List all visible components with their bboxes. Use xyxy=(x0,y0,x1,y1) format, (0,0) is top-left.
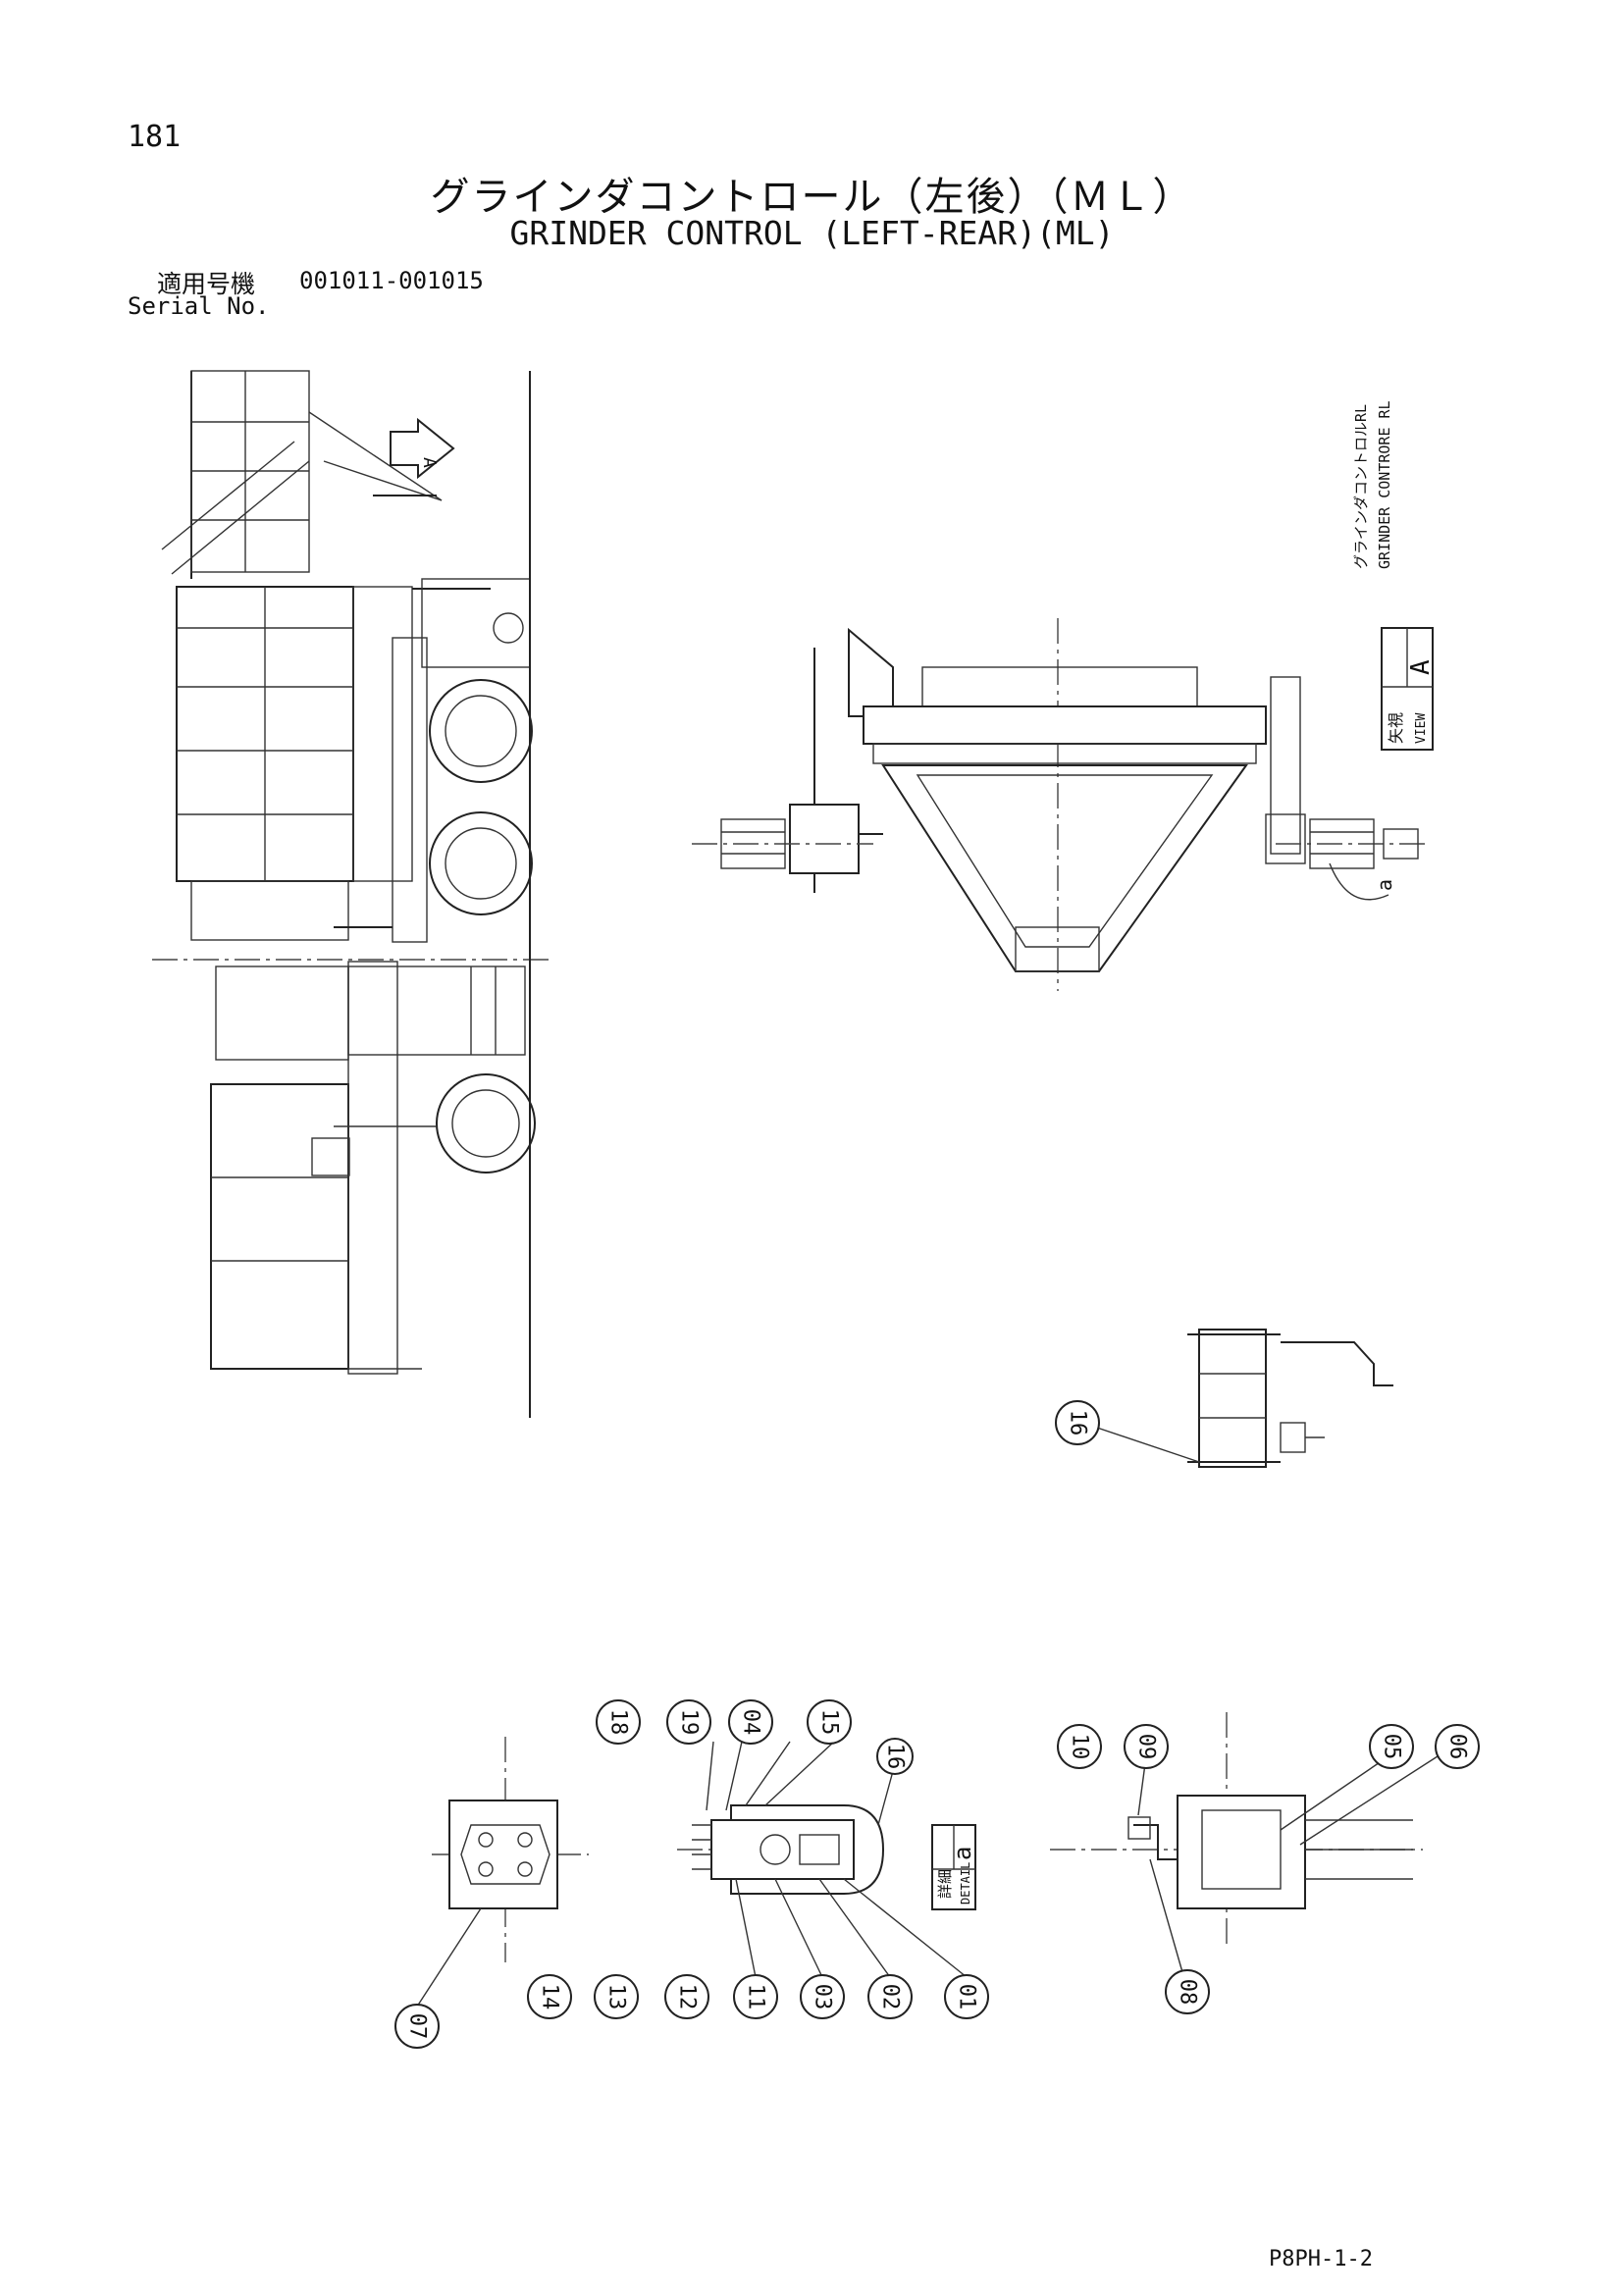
svg-text:14: 14 xyxy=(538,1984,562,2010)
view-a-label: 矢視 VIEW A xyxy=(1381,627,1436,751)
callout-13: 13 xyxy=(594,1974,639,2019)
callout-19: 19 xyxy=(666,1699,711,1745)
detail-a-assembly: 詳細 DETAIL a xyxy=(677,1741,976,1978)
page-title-jp: グラインダコントロール（左後）（ＭＬ） xyxy=(430,175,1194,220)
svg-text:16: 16 xyxy=(1066,1410,1090,1436)
view-letter: A xyxy=(1406,659,1436,675)
callout-08: 08 xyxy=(1165,1969,1210,2014)
callout-16: 16 xyxy=(1055,1400,1100,1445)
svg-text:16: 16 xyxy=(883,1744,908,1770)
svg-text:01: 01 xyxy=(955,1984,979,2010)
callout-11: 11 xyxy=(733,1974,778,2019)
svg-text:19: 19 xyxy=(677,1709,702,1736)
document-code: P8PH-1-2 xyxy=(1269,2247,1373,2271)
svg-text:04: 04 xyxy=(739,1709,763,1736)
page-title-en: GRINDER CONTROL (LEFT-REAR)(ML) xyxy=(509,214,1115,252)
callout-15: 15 xyxy=(807,1699,852,1745)
callout-18: 18 xyxy=(596,1699,641,1745)
callout-12: 12 xyxy=(664,1974,709,2019)
callout-16-detail: 16 xyxy=(876,1738,914,1775)
bottom-left-assembly xyxy=(416,1737,589,2008)
callout-02: 02 xyxy=(867,1974,913,2019)
callout-01: 01 xyxy=(944,1974,989,2019)
svg-text:05: 05 xyxy=(1380,1734,1404,1760)
svg-text:09: 09 xyxy=(1134,1734,1159,1760)
grinder-bracket-assembly xyxy=(1096,1329,1393,1468)
rotated-label-jp: グラインダコントロルRL xyxy=(1352,404,1370,569)
callout-14: 14 xyxy=(527,1974,572,2019)
rotated-label-en: GRINDER CONTRORE RL xyxy=(1376,400,1393,569)
serial-label-jp: 適用号機 xyxy=(157,270,256,298)
serial-label-en: Serial No. xyxy=(128,292,270,320)
svg-text:10: 10 xyxy=(1068,1734,1092,1760)
detail-label-en: DETAIL xyxy=(959,1862,972,1905)
svg-text:15: 15 xyxy=(817,1709,842,1736)
serial-range: 001011-001015 xyxy=(299,267,484,294)
svg-text:11: 11 xyxy=(744,1984,768,2010)
detail-letter: a xyxy=(949,1847,976,1860)
detail-label-jp: 詳細 xyxy=(936,1869,954,1899)
bottom-right-assembly xyxy=(1050,1712,1439,1973)
svg-text:06: 06 xyxy=(1445,1734,1470,1760)
svg-text:07: 07 xyxy=(405,2013,430,2040)
callout-06: 06 xyxy=(1435,1724,1480,1769)
detail-ref-letter: a xyxy=(1373,879,1396,891)
callout-05: 05 xyxy=(1369,1724,1414,1769)
svg-text:02: 02 xyxy=(878,1984,903,2010)
view-label-en: VIEW xyxy=(1414,713,1429,744)
page-number: 181 xyxy=(128,120,182,154)
callout-04: 04 xyxy=(728,1699,773,1745)
svg-text:12: 12 xyxy=(675,1984,700,2010)
svg-text:18: 18 xyxy=(606,1709,631,1736)
callout-10: 10 xyxy=(1057,1724,1102,1769)
callout-09: 09 xyxy=(1124,1724,1169,1769)
svg-text:03: 03 xyxy=(811,1984,835,2010)
machine-side-view: A xyxy=(152,370,550,1418)
callout-07: 07 xyxy=(394,2004,440,2049)
rear-view-a: a xyxy=(692,618,1428,991)
svg-text:13: 13 xyxy=(604,1984,629,2010)
view-arrow-letter: A xyxy=(419,457,440,468)
view-label-jp: 矢視 xyxy=(1387,712,1405,744)
callout-03: 03 xyxy=(800,1974,845,2019)
svg-text:08: 08 xyxy=(1176,1979,1200,2006)
